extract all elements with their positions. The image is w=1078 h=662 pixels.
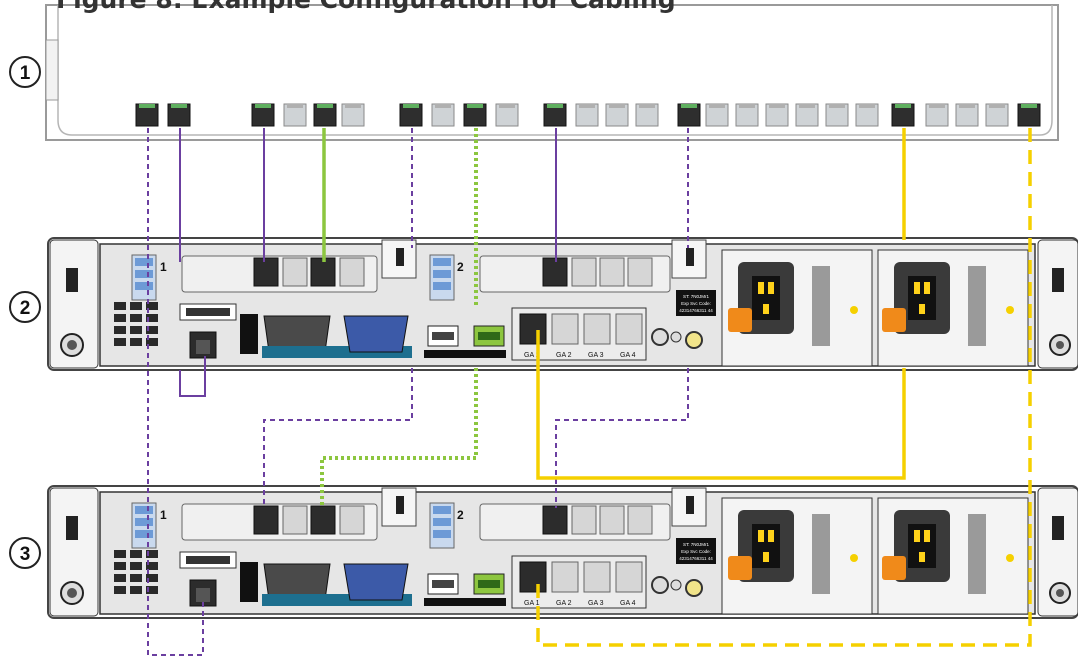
switch-port-led-i4 [579,104,595,108]
switch-port-led-i3 [499,104,515,108]
svg-text:42314766311 44: 42314766311 44 [679,556,713,561]
server-3-right-handle [1037,487,1078,617]
psu-2-release-tab [882,308,906,332]
callout-1: 1 [9,56,41,88]
callout-2-number: 2 [20,298,31,319]
cable-purple-dashed-2 [263,128,413,508]
nic-port-label-2: GA 2 [556,352,572,359]
server-2: 1 2 [47,237,1078,371]
figure-title: Figure 8: Example Configuration for Cabl… [56,0,676,14]
switch-left-ear [45,39,59,101]
cable-purple-dashed-1 [147,128,204,656]
nic-port-label-1: GA 1 [524,352,540,359]
callout-1-number: 1 [20,63,31,84]
riser-1-label: 1 [160,260,167,274]
service-tag-label [676,290,716,316]
switch-port-led-i8 [739,104,755,108]
server-2-left-handle [49,239,99,369]
switch-port-led-a5 [467,104,483,108]
switch-port-led-i0 [287,104,303,108]
switch-port-led-i15 [989,104,1005,108]
cable-green-dotted [320,128,478,508]
cable-purple-mgmt-loop [179,356,206,397]
server-3-left-handle [49,487,99,617]
server-2-chassis: 1 2 [47,237,1078,371]
psu-1-release-tab [728,308,752,332]
switch-port-row [135,103,1041,127]
switch-port-led-i14 [959,104,975,108]
callout-2: 2 [9,291,41,323]
riser-2-label: 2 [457,260,464,274]
switch-port-led-i7 [709,104,725,108]
switch-port-led-a1 [171,104,187,108]
vga-port-icon [343,315,409,353]
cable-purple-dashed-3 [555,128,689,508]
cable-yellow-solid [536,128,906,480]
svg-text:GA 2: GA 2 [556,600,572,607]
callout-3: 3 [9,537,41,569]
switch-port-led-a4 [403,104,419,108]
switch-port-led-i5 [609,104,625,108]
switch-port-led-i13 [929,104,945,108]
switch-port-led-a6 [547,104,563,108]
switch-port-led-a7 [681,104,697,108]
switch-port-led-a2 [255,104,271,108]
switch-port-led-i6 [639,104,655,108]
svg-text:GA 1: GA 1 [524,600,540,607]
svg-text:ST: 7N0JMr1: ST: 7N0JMr1 [683,294,710,299]
svg-text:GA 4: GA 4 [620,600,636,607]
switch-port-led-a3 [317,104,333,108]
switch-port-led-a0 [139,104,155,108]
switch-port-led-i9 [769,104,785,108]
svg-text:GA 3: GA 3 [588,600,604,607]
svg-text:42314766311 44: 42314766311 44 [679,308,713,313]
svg-text:ST: 7N0JMr1: ST: 7N0JMr1 [683,542,710,547]
svg-text:Exp Svc Code:: Exp Svc Code: [681,301,711,306]
riser-1-label: 1 [160,508,167,522]
switch-port-led-i12 [859,104,875,108]
server-3: 1 2 [47,485,1078,619]
callout-3-number: 3 [20,544,31,565]
switch-device [45,4,1059,141]
server-2-vent [114,302,158,346]
switch-port-led-i10 [799,104,815,108]
switch-port-led-a8 [895,104,911,108]
svg-text:Exp Svc Code:: Exp Svc Code: [681,549,711,554]
switch-port-led-i11 [829,104,845,108]
nic-port-label-3: GA 3 [588,352,604,359]
cable-yellow-dashed [536,128,1032,647]
switch-port-led-i2 [435,104,451,108]
server-2-right-handle [1037,239,1078,369]
riser-2-label: 2 [457,508,464,522]
switch-port-led-i1 [345,104,361,108]
switch-port-led-a9 [1021,104,1037,108]
nic-port-label-4: GA 4 [620,352,636,359]
cables [147,128,1032,656]
